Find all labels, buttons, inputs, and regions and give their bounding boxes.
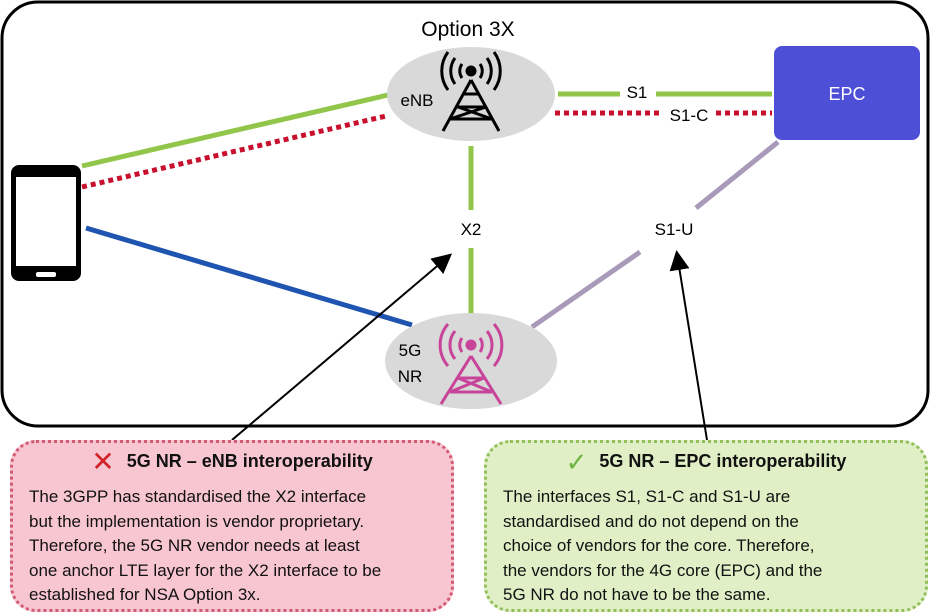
s1u-link-upper xyxy=(694,140,780,210)
x2-callout-arrow xyxy=(231,253,453,441)
note-left-line: Therefore, the 5G NR vendor needs at lea… xyxy=(29,536,360,555)
note-left-line: but the implementation is vendor proprie… xyxy=(29,511,365,531)
nr-node xyxy=(385,313,557,409)
x2-label: X2 xyxy=(461,220,482,239)
s1u-label: S1-U xyxy=(655,220,694,239)
epc-label: EPC xyxy=(828,84,865,104)
nr-label-line2: NR xyxy=(398,367,423,386)
nr-label-line1: 5G xyxy=(399,341,422,360)
enb-label: eNB xyxy=(400,91,433,110)
note-right-body: The interfaces S1, S1-C and S1-U are sta… xyxy=(503,485,911,608)
s1u-link-lower xyxy=(530,249,642,330)
note-left-title: ✕ 5G NR – eNB interoperability xyxy=(13,445,451,477)
phone-icon xyxy=(11,165,81,281)
note-left-line: established for NSA Option 3x. xyxy=(29,585,261,604)
note-left-body: The 3GPP has standardised the X2 interfa… xyxy=(29,485,437,608)
standardised-interfaces-note: ✓ 5G NR – EPC interoperability The inter… xyxy=(484,440,928,612)
cross-icon: ✕ xyxy=(91,445,115,477)
epc-node xyxy=(774,46,920,140)
ue-enb-link xyxy=(81,92,389,169)
vendor-proprietary-note: ✕ 5G NR – eNB interoperability The 3GPP … xyxy=(10,440,454,612)
note-right-line: choice of vendors for the core. Therefor… xyxy=(503,536,815,555)
note-right-line: The interfaces S1, S1-C and S1-U are xyxy=(503,487,791,506)
note-right-line: the vendors for the 4G core (EPC) and th… xyxy=(503,560,823,580)
s1-label: S1 xyxy=(627,83,648,102)
nr-tower-icon xyxy=(438,323,504,405)
diagram-title: Option 3X xyxy=(421,18,514,41)
ue-nr-link xyxy=(85,225,413,328)
note-right-title: ✓ 5G NR – EPC interoperability xyxy=(487,446,925,477)
s1c-label: S1-C xyxy=(670,106,709,125)
note-right-heading: 5G NR – EPC interoperability xyxy=(599,451,847,471)
note-left-heading: 5G NR – eNB interoperability xyxy=(126,451,373,471)
s1u-callout-arrow xyxy=(669,250,708,441)
option-frame xyxy=(0,0,930,428)
note-right-line: 5G NR do not have to be the same. xyxy=(503,585,771,604)
note-left-line: one anchor LTE layer for the X2 interfac… xyxy=(29,560,382,580)
ue-enb-control-link xyxy=(81,113,387,190)
note-right-line: standardised and do not depend on the xyxy=(503,511,799,531)
check-icon: ✓ xyxy=(565,446,588,477)
enb-tower-icon xyxy=(440,51,502,132)
note-left-line: The 3GPP has standardised the X2 interfa… xyxy=(29,487,367,506)
